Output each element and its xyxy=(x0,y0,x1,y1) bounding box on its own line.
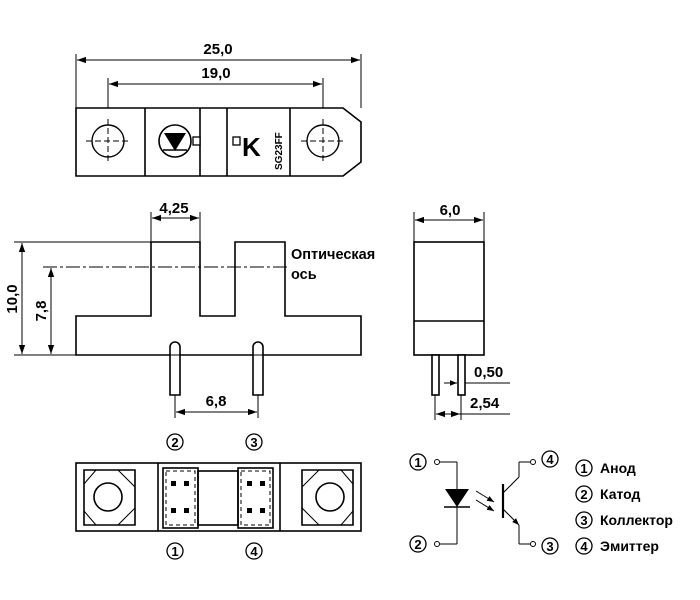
top-view: 25,0 19,0 K SG23FF xyxy=(75,41,362,177)
svg-text:1: 1 xyxy=(580,461,587,476)
svg-text:3: 3 xyxy=(580,513,587,528)
part-number: SG23FF xyxy=(274,132,285,170)
svg-text:2: 2 xyxy=(414,537,421,552)
svg-text:3: 3 xyxy=(546,539,553,554)
legend-item-cathode: 2 Катод xyxy=(575,485,641,503)
svg-text:3: 3 xyxy=(250,435,257,450)
right-mount-hole xyxy=(301,119,345,163)
light-arrow-1 xyxy=(475,490,495,503)
legend-item-emitter: 4 Эмиттер xyxy=(575,537,659,555)
dim-holes-label: 19,0 xyxy=(201,65,230,82)
svg-text:4: 4 xyxy=(250,544,258,559)
dim-pin-spacing-label: 6,8 xyxy=(206,393,227,410)
bottom-right-hole xyxy=(315,482,345,512)
led-symbol xyxy=(158,124,201,158)
dim-axis-label: 7,8 xyxy=(33,301,50,322)
bottom-pin-2: 2 xyxy=(166,433,184,451)
svg-text:2: 2 xyxy=(171,435,178,450)
schematic: 1 2 4 xyxy=(409,450,673,555)
schematic-led xyxy=(444,489,470,508)
legend-item-anode: 1 Анод xyxy=(575,459,636,477)
bottom-left-hole xyxy=(93,482,123,512)
front-pin-left xyxy=(169,341,181,396)
bottom-view: 2 3 1 4 xyxy=(75,433,362,560)
optical-axis-label-line1: Оптическая xyxy=(291,247,375,263)
side-pin-left xyxy=(431,354,440,396)
svg-text:Катод: Катод xyxy=(600,486,641,502)
dim-width-label: 6,0 xyxy=(440,202,461,219)
bottom-pin-3: 3 xyxy=(245,433,263,451)
front-view: 4,25 Оптическая ось 10,0 7,8 6,8 xyxy=(4,200,375,418)
front-pin-right xyxy=(252,341,264,396)
svg-text:Эмиттер: Эмиттер xyxy=(600,538,659,554)
legend: 1 Анод 2 Катод 3 Коллектор 4 Эмиттер xyxy=(575,459,673,555)
bottom-pin-1: 1 xyxy=(166,542,184,560)
schematic-pin-3: 3 xyxy=(541,537,559,555)
left-mount-hole xyxy=(86,119,130,163)
dim-height-label: 10,0 xyxy=(4,284,21,313)
svg-text:Коллектор: Коллектор xyxy=(600,512,673,528)
svg-text:2: 2 xyxy=(580,487,587,502)
schematic-pin-1: 1 xyxy=(409,453,427,471)
optical-axis-label-line2: ось xyxy=(291,267,317,283)
logo-k: K xyxy=(242,132,261,162)
side-view: 6,0 0,50 2,54 xyxy=(413,202,510,420)
svg-text:4: 4 xyxy=(580,539,588,554)
legend-item-collector: 3 Коллектор xyxy=(575,511,673,529)
light-arrow-2 xyxy=(475,499,495,512)
bottom-pin-4: 4 xyxy=(245,542,263,560)
dim-pin-label: 0,50 xyxy=(474,364,503,381)
schematic-phototransistor xyxy=(501,462,520,544)
svg-text:Анод: Анод xyxy=(600,460,636,476)
schematic-pin-2: 2 xyxy=(409,535,427,553)
svg-text:1: 1 xyxy=(171,544,178,559)
schematic-pin-4: 4 xyxy=(541,450,559,468)
dim-pitch-label: 2,54 xyxy=(470,395,500,412)
dim-slot-label: 4,25 xyxy=(159,200,188,217)
bottom-body xyxy=(75,462,362,532)
side-body xyxy=(413,241,485,356)
dim-overall-label: 25,0 xyxy=(203,41,232,58)
svg-text:4: 4 xyxy=(546,452,554,467)
top-body xyxy=(75,107,362,177)
svg-text:1: 1 xyxy=(414,455,421,470)
side-pin-right xyxy=(457,354,466,396)
